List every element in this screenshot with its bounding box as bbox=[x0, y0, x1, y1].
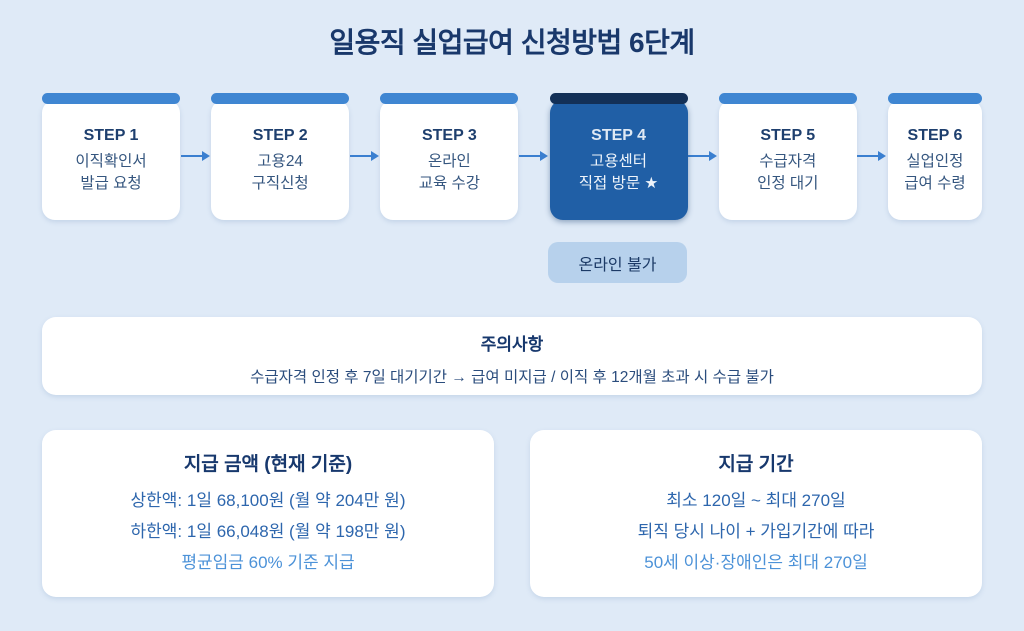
step-card-body: STEP 3 온라인 교육 수강 bbox=[380, 100, 519, 220]
payment-amount-upper-limit: 상한액: 1일 68,100원 (월 약 204만 원) bbox=[130, 491, 406, 510]
step-card-top-bar bbox=[380, 93, 519, 104]
step-card-3: STEP 3 온라인 교육 수강 bbox=[380, 93, 519, 220]
step-text-line: 교육 수강 bbox=[418, 174, 481, 192]
payment-period-note: 50세 이상·장애인은 최대 270일 bbox=[644, 553, 868, 572]
step-label: STEP 1 bbox=[83, 126, 139, 144]
payment-period-range: 최소 120일 ~ 최대 270일 bbox=[666, 491, 846, 510]
step-card-top-bar bbox=[42, 93, 180, 104]
step-text-line: 고용센터 bbox=[590, 152, 648, 170]
step-label: STEP 3 bbox=[421, 126, 477, 144]
step-text-line: 온라인 bbox=[427, 152, 471, 170]
notice-title: 주의사항 bbox=[480, 335, 544, 354]
step-text-line: 구직신청 bbox=[251, 174, 309, 192]
step-text-line: 급여 수령 bbox=[904, 174, 966, 192]
notice-body: 수급자격 인정 후 7일 대기기간 → 급여 미지급 / 이직 후 12개월 초… bbox=[250, 369, 774, 386]
payment-period-box: 지급 기간 최소 120일 ~ 최대 270일 퇴직 당시 나이 + 가입기간에… bbox=[530, 430, 982, 597]
payment-amount-note: 평균임금 60% 기준 지급 bbox=[181, 553, 355, 572]
arrow-right-icon bbox=[518, 150, 549, 162]
step-text-line: 인정 대기 bbox=[757, 174, 819, 192]
step-card-top-bar bbox=[549, 93, 688, 104]
step-text-line: 직접 방문 ★ bbox=[578, 174, 659, 192]
notice-box: 주의사항 수급자격 인정 후 7일 대기기간 → 급여 미지급 / 이직 후 1… bbox=[42, 317, 982, 395]
step-text-line: 수급자격 bbox=[759, 152, 817, 170]
step-card-body: STEP 6 실업인정 급여 수령 bbox=[887, 100, 982, 220]
step-card-2: STEP 2 고용24 구직신청 bbox=[211, 93, 350, 220]
step-card-5: STEP 5 수급자격 인정 대기 bbox=[718, 93, 857, 220]
step-card-4-highlighted: STEP 4 고용센터 직접 방문 ★ bbox=[549, 93, 688, 220]
step-card-body: STEP 4 고용센터 직접 방문 ★ bbox=[549, 100, 688, 220]
step-card-top-bar bbox=[887, 93, 982, 104]
payment-amount-title: 지급 금액 (현재 기준) bbox=[183, 454, 353, 475]
arrow-right-icon bbox=[349, 150, 380, 162]
step-label: STEP 5 bbox=[760, 126, 816, 144]
step-text-line: 발급 요청 bbox=[80, 174, 142, 192]
payment-period-title: 지급 기간 bbox=[718, 454, 794, 475]
payment-amount-lower-limit: 하한액: 1일 66,048원 (월 약 198만 원) bbox=[130, 522, 406, 541]
payment-period-criteria: 퇴직 당시 나이 + 가입기간에 따라 bbox=[637, 522, 875, 541]
step-label: STEP 6 bbox=[907, 126, 963, 144]
step-text-line: 이직확인서 bbox=[75, 152, 147, 170]
step-card-top-bar bbox=[718, 93, 857, 104]
step-label: STEP 4 bbox=[591, 126, 646, 144]
step-text-line: 실업인정 bbox=[906, 152, 964, 170]
step-card-1: STEP 1 이직확인서 발급 요청 bbox=[42, 93, 180, 220]
page-title: 일용직 실업급여 신청방법 6단계 bbox=[329, 27, 695, 58]
step-card-top-bar bbox=[211, 93, 350, 104]
step-card-body: STEP 2 고용24 구직신청 bbox=[211, 100, 350, 220]
step-card-body: STEP 1 이직확인서 발급 요청 bbox=[42, 100, 180, 220]
step-card-6: STEP 6 실업인정 급여 수령 bbox=[887, 93, 982, 220]
payment-amount-box: 지급 금액 (현재 기준) 상한액: 1일 68,100원 (월 약 204만 … bbox=[42, 430, 494, 597]
arrow-right-icon bbox=[180, 150, 211, 162]
arrow-right-icon bbox=[857, 150, 887, 162]
offline-only-badge: 온라인 불가 bbox=[548, 242, 687, 283]
step-card-body: STEP 5 수급자격 인정 대기 bbox=[718, 100, 857, 220]
arrow-right-icon bbox=[688, 150, 718, 162]
step-label: STEP 2 bbox=[252, 126, 308, 144]
steps-row: STEP 1 이직확인서 발급 요청 STEP 2 고용24 구직신청 STEP… bbox=[42, 93, 982, 220]
step-text-line: 고용24 bbox=[257, 152, 304, 170]
